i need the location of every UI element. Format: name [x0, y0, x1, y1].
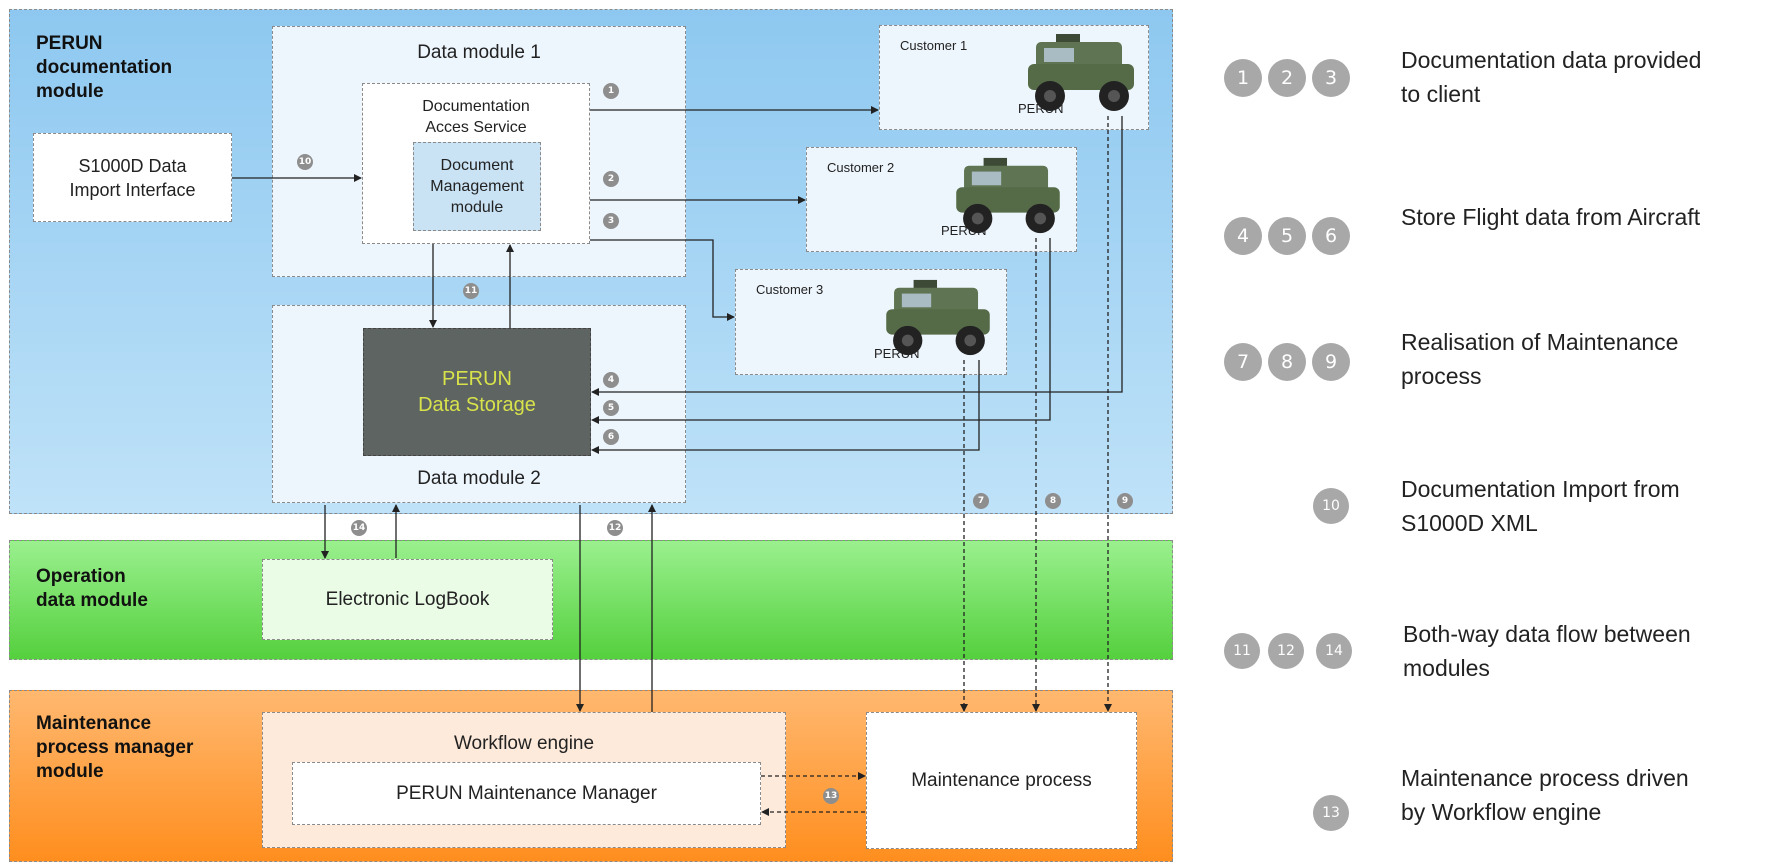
customer-1-label: Customer 1: [900, 38, 968, 53]
flow-badge-6: 6: [603, 429, 619, 445]
doc-management-box: Document Management module: [413, 142, 541, 231]
workflow-engine-label: Workflow engine: [453, 733, 595, 754]
doc-management-label: Document Management module: [430, 157, 524, 216]
access-service-label: Documentation Acces Service: [422, 98, 530, 136]
data-storage-title: PERUN: [441, 368, 512, 390]
import-interface-label: S1000D Data Import Interface: [69, 155, 196, 200]
flow-badge-12: 12: [607, 520, 623, 536]
legend-badge-14: 14: [1316, 633, 1352, 669]
legend-text-1-3: Documentation data provided to client: [1401, 47, 1702, 107]
logbook-box: Electronic LogBook: [262, 559, 553, 640]
legend-badge-2: 2: [1268, 59, 1306, 97]
vehicle-icon: [956, 157, 1060, 234]
flow-badge-10: 10: [297, 154, 313, 170]
customer-3-label: Customer 3: [756, 282, 824, 297]
flow-badge-11: 11: [463, 283, 479, 299]
maintenance-process-box: Maintenance process: [866, 712, 1137, 849]
legend-badge-3: 3: [1312, 59, 1350, 97]
flow-badge-7: 7: [973, 493, 989, 509]
legend-badge-4: 4: [1224, 217, 1262, 255]
data-storage-subtitle: Data Storage: [418, 394, 536, 416]
maintenance-manager-label: PERUN Maintenance Manager: [396, 782, 657, 804]
flow-badge-1: 1: [603, 83, 619, 99]
vehicle-icon: [1028, 34, 1134, 111]
operation-module-label: Operation data module: [36, 566, 148, 611]
legend-badge-11: 11: [1224, 633, 1260, 669]
legend-text-11-14: Both-way data flow between modules: [1403, 621, 1691, 681]
legend-text-4-6: Store Flight data from Aircraft: [1401, 204, 1701, 230]
customer-2-label: Customer 2: [827, 160, 895, 175]
flow-badge-13: 13: [823, 788, 839, 804]
legend-badge-9: 9: [1312, 343, 1350, 381]
documentation-module-label: PERUN documentation module: [36, 33, 173, 102]
legend-badge-7: 7: [1224, 343, 1262, 381]
flow-badge-5: 5: [603, 400, 619, 416]
legend-text-13: Maintenance process driven by Workflow e…: [1401, 765, 1689, 825]
data-module-1-title: Data module 1: [417, 42, 541, 63]
maintenance-manager-box: PERUN Maintenance Manager: [292, 762, 761, 825]
legend-text-7-9: Realisation of Maintenance process: [1401, 329, 1679, 389]
maintenance-process-label: Maintenance process: [911, 769, 1092, 791]
flow-badge-8: 8: [1045, 493, 1061, 509]
maintenance-module-label: Maintenance process manager module: [36, 713, 194, 782]
legend-badge-8: 8: [1268, 343, 1306, 381]
vehicle-icon: [886, 279, 990, 356]
legend-badge-5: 5: [1268, 217, 1306, 255]
legend-badge-1: 1: [1224, 59, 1262, 97]
legend-badge-12: 12: [1268, 633, 1304, 669]
legend-badge-6: 6: [1312, 217, 1350, 255]
flow-badge-14: 14: [351, 520, 367, 536]
flow-badge-2: 2: [603, 171, 619, 187]
legend-badge-13: 13: [1313, 795, 1349, 831]
data-storage-box: PERUN Data Storage: [363, 328, 591, 456]
data-module-2-title: Data module 2: [417, 468, 541, 489]
legend-text-10: Documentation Import from S1000D XML: [1401, 476, 1680, 536]
flow-badge-9: 9: [1117, 493, 1133, 509]
flow-badge-3: 3: [603, 213, 619, 229]
logbook-label: Electronic LogBook: [325, 588, 490, 610]
legend-badge-10: 10: [1313, 488, 1349, 524]
flow-badge-4: 4: [603, 372, 619, 388]
import-interface-box: S1000D Data Import Interface: [33, 133, 232, 222]
operation-data-module-band: [9, 540, 1173, 660]
